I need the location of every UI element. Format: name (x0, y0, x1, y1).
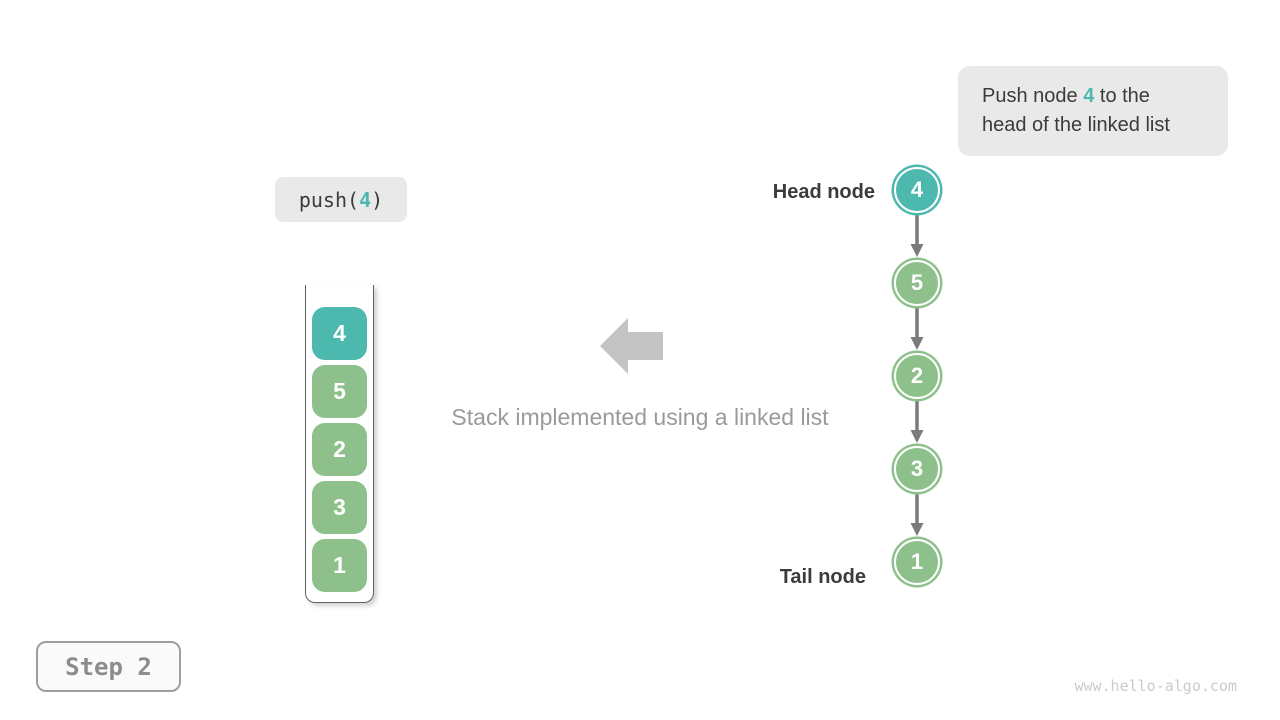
callout-prefix: Push node (982, 85, 1084, 107)
left-block-arrow-icon (600, 318, 664, 375)
operation-prefix: push( (298, 187, 360, 212)
callout-bubble: Push node 4 to the head of the linked li… (958, 66, 1228, 156)
operation-label: push(4) (275, 177, 407, 222)
callout-text: Push node 4 to the head of the linked li… (982, 82, 1194, 140)
arrow-down-icon (909, 399, 925, 446)
linked-list-node: 5 (894, 260, 940, 306)
stack-item: 3 (312, 481, 367, 534)
linked-list-node: 4 (894, 167, 940, 213)
step-badge: Step 2 (36, 641, 181, 692)
stack-container: 4 5 2 3 1 (305, 285, 374, 603)
stack-item: 5 (312, 365, 367, 418)
linked-list-node: 1 (894, 539, 940, 585)
callout-highlight: 4 (1083, 85, 1095, 107)
tail-node-label: Tail node (779, 566, 866, 588)
operation-suffix: ) (371, 187, 384, 212)
caption-text: Stack implemented using a linked list (451, 404, 829, 430)
head-node-label: Head node (772, 181, 875, 203)
stack-item: 4 (312, 307, 367, 360)
arrow-down-icon (909, 306, 925, 353)
callout-suffix: to the head of the linked list (982, 85, 1170, 136)
watermark: www.hello-algo.com (1074, 677, 1237, 695)
stack-item: 1 (312, 539, 367, 592)
operation-arg: 4 (359, 187, 372, 212)
linked-list-node: 2 (894, 353, 940, 399)
linked-list-node: 3 (894, 446, 940, 492)
arrow-down-icon (909, 213, 925, 260)
linked-list: 4 5 2 3 1 (894, 167, 940, 585)
stack-item: 2 (312, 423, 367, 476)
arrow-down-icon (909, 492, 925, 539)
